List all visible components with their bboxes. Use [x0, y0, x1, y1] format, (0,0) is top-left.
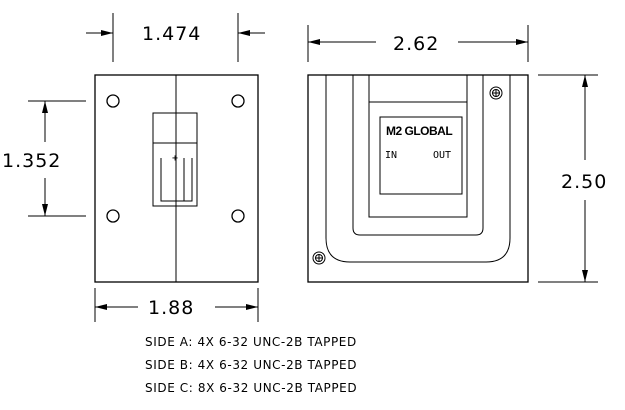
note-side-a: SIDE A: 4X 6-32 UNC-2B TAPPED: [145, 335, 357, 349]
label-out: OUT: [433, 150, 451, 161]
screw-top-right: [489, 86, 503, 100]
dim-right-height-value: 2.50: [561, 171, 607, 193]
dim-left-height-value: 1.352: [2, 150, 61, 172]
right-body-outline: [307, 74, 529, 283]
right-view: M2 GLOBAL IN OUT: [307, 74, 529, 283]
note-side-c: SIDE C: 8X 6-32 UNC-2B TAPPED: [145, 381, 357, 395]
center-connector: [152, 112, 198, 207]
dim-right-width-value: 2.62: [393, 33, 439, 55]
inner-block: [368, 75, 468, 218]
dim-bottom-width-value: 1.88: [148, 297, 194, 319]
center-mark: +: [172, 153, 178, 164]
mount-hole-bottom-right: [231, 209, 245, 223]
u-channel-outer: [325, 75, 511, 263]
notes-block: SIDE A: 4X 6-32 UNC-2B TAPPED SIDE B: 4X…: [145, 335, 357, 395]
left-view: +: [94, 74, 259, 283]
mount-hole-top-left: [106, 94, 120, 108]
dim-right-height: 2.50: [538, 74, 607, 283]
dim-bottom-width: 1.88: [94, 288, 259, 322]
label-in: IN: [385, 150, 397, 161]
dim-right-width: 2.62: [307, 25, 529, 62]
u-channel-inner: [352, 75, 484, 236]
dim-left-height: 1.352: [2, 100, 86, 217]
label-brand: M2 GLOBAL: [386, 124, 452, 138]
label-plate: [379, 116, 463, 195]
dim-top-width-value: 1.474: [142, 23, 201, 45]
mount-hole-bottom-left: [106, 209, 120, 223]
mount-hole-top-right: [231, 94, 245, 108]
screw-bottom-left: [312, 251, 326, 265]
dim-top-width: 1.474: [86, 13, 265, 62]
note-side-b: SIDE B: 4X 6-32 UNC-2B TAPPED: [145, 358, 357, 372]
